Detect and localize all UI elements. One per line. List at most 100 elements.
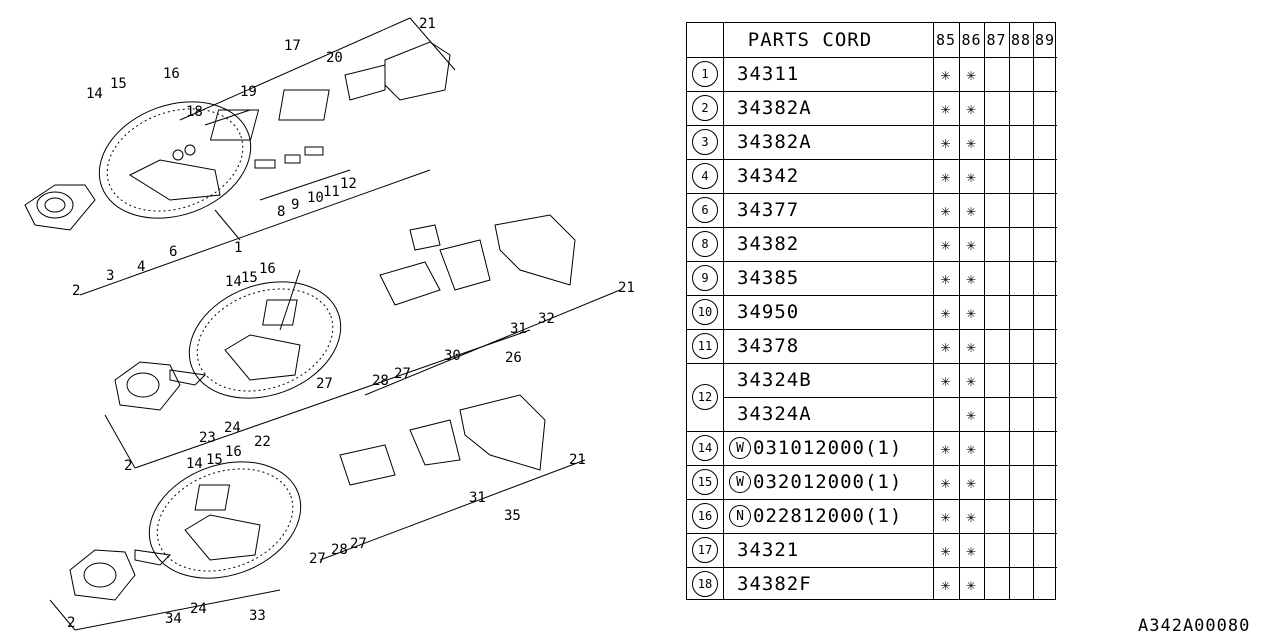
part-code-cell[interactable]: 34382 (723, 227, 933, 261)
callout-label: 21 (419, 16, 436, 32)
prefix-circle: W (729, 437, 751, 459)
applicability-mark (1009, 57, 1033, 91)
horn-pad-middle (114, 361, 207, 411)
part-code-cell[interactable]: 34950 (723, 295, 933, 329)
ref-number-cell: 8 (687, 227, 723, 261)
diagram-code: A342A00080 (1138, 616, 1251, 636)
applicability-mark: ✳ (940, 302, 952, 322)
callout-label: 27 (309, 551, 326, 567)
ref-number-circle: 3 (692, 129, 718, 155)
callout-label: 27 (316, 376, 333, 392)
steering-wheel-bottom (148, 461, 302, 579)
callout-label: 11 (323, 184, 340, 200)
part-code: 34377 (737, 199, 800, 221)
ref-number-cell: 9 (687, 261, 723, 295)
applicability-mark: ✳ (940, 98, 952, 118)
applicability-mark: ✳ (966, 472, 977, 492)
part-code-cell[interactable]: 34385 (723, 261, 933, 295)
applicability-mark (984, 397, 1009, 431)
applicability-mark (984, 57, 1009, 91)
callout-label: 34 (165, 611, 182, 627)
callout-label: 27 (350, 536, 367, 552)
ref-number-cell: 10 (687, 295, 723, 329)
applicability-mark (1009, 295, 1033, 329)
part-code: 34950 (737, 301, 800, 323)
row-divider (723, 397, 1057, 398)
applicability-mark: ✳ (966, 200, 977, 220)
applicability-mark (1033, 465, 1057, 499)
switch-parts-middle (262, 214, 576, 326)
applicability-mark (1009, 397, 1033, 431)
part-code: 34324B (737, 369, 812, 391)
applicability-mark: ✳ (940, 574, 952, 594)
applicability-mark (1033, 431, 1057, 465)
applicability-mark (984, 465, 1009, 499)
part-code-cell[interactable]: 34378 (723, 329, 933, 363)
part-code-cell[interactable]: 34377 (723, 193, 933, 227)
applicability-mark: ✳ (966, 234, 977, 254)
part-code: 34324A (737, 403, 812, 425)
part-code-cell[interactable]: 34321 (723, 533, 933, 567)
callout-label: 21 (618, 280, 635, 296)
applicability-mark (1033, 295, 1057, 329)
applicability-mark: ✳ (940, 234, 952, 254)
horn-pad-top (24, 184, 96, 231)
callout-label: 24 (224, 420, 241, 436)
ref-number-cell: 16 (687, 499, 723, 533)
applicability-mark (1009, 431, 1033, 465)
applicability-mark (984, 159, 1009, 193)
row-divider (687, 329, 1057, 330)
applicability-mark (1033, 91, 1057, 125)
steering-wheel-middle (188, 281, 342, 399)
callout-label: 3 (106, 268, 114, 284)
ref-number-cell: 12 (687, 363, 723, 431)
applicability-mark: ✳ (966, 98, 977, 118)
applicability-mark (1009, 125, 1033, 159)
callout-label: 16 (163, 66, 180, 82)
callout-label: 15 (110, 76, 127, 92)
column-divider (959, 23, 960, 599)
applicability-mark: ✳ (966, 302, 977, 322)
year-column-header: 85 (935, 31, 957, 49)
leader-lines-middle (104, 269, 621, 469)
column-divider (933, 23, 934, 599)
ref-number-circle: 12 (692, 384, 718, 410)
part-code: 34321 (737, 539, 800, 561)
applicability-mark (1033, 499, 1057, 533)
applicability-mark (984, 363, 1009, 397)
applicability-mark (1009, 499, 1033, 533)
applicability-mark: ✳ (966, 574, 977, 594)
row-divider (687, 125, 1057, 126)
ref-number-cell: 4 (687, 159, 723, 193)
callout-label: 15 (241, 270, 258, 286)
callout-label: 6 (169, 244, 177, 260)
ref-number-circle: 10 (692, 299, 718, 325)
applicability-mark (984, 193, 1009, 227)
horn-pad-bottom (69, 549, 172, 601)
ref-number-cell: 6 (687, 193, 723, 227)
applicability-mark (984, 125, 1009, 159)
part-code-cell[interactable]: 34382F (723, 567, 933, 601)
applicability-mark (1009, 193, 1033, 227)
ref-number-circle: 4 (692, 163, 718, 189)
applicability-mark (1033, 533, 1057, 567)
year-column-header: 89 (1034, 31, 1056, 49)
part-code-cell[interactable]: 34311 (723, 57, 933, 91)
applicability-mark (1009, 567, 1033, 601)
callout-label: 27 (394, 366, 411, 382)
applicability-mark (1033, 193, 1057, 227)
part-code-cell[interactable]: 34382A (723, 91, 933, 125)
row-divider (687, 431, 1057, 432)
callout-label: 18 (186, 104, 203, 120)
part-code-cell[interactable]: 34382A (723, 125, 933, 159)
part-code-cell[interactable]: 34324B (723, 363, 933, 397)
part-code-cell[interactable]: 34324A (723, 397, 933, 431)
prefix-circle: W (729, 471, 751, 493)
row-divider (687, 227, 1057, 228)
part-code-cell[interactable]: 34342 (723, 159, 933, 193)
